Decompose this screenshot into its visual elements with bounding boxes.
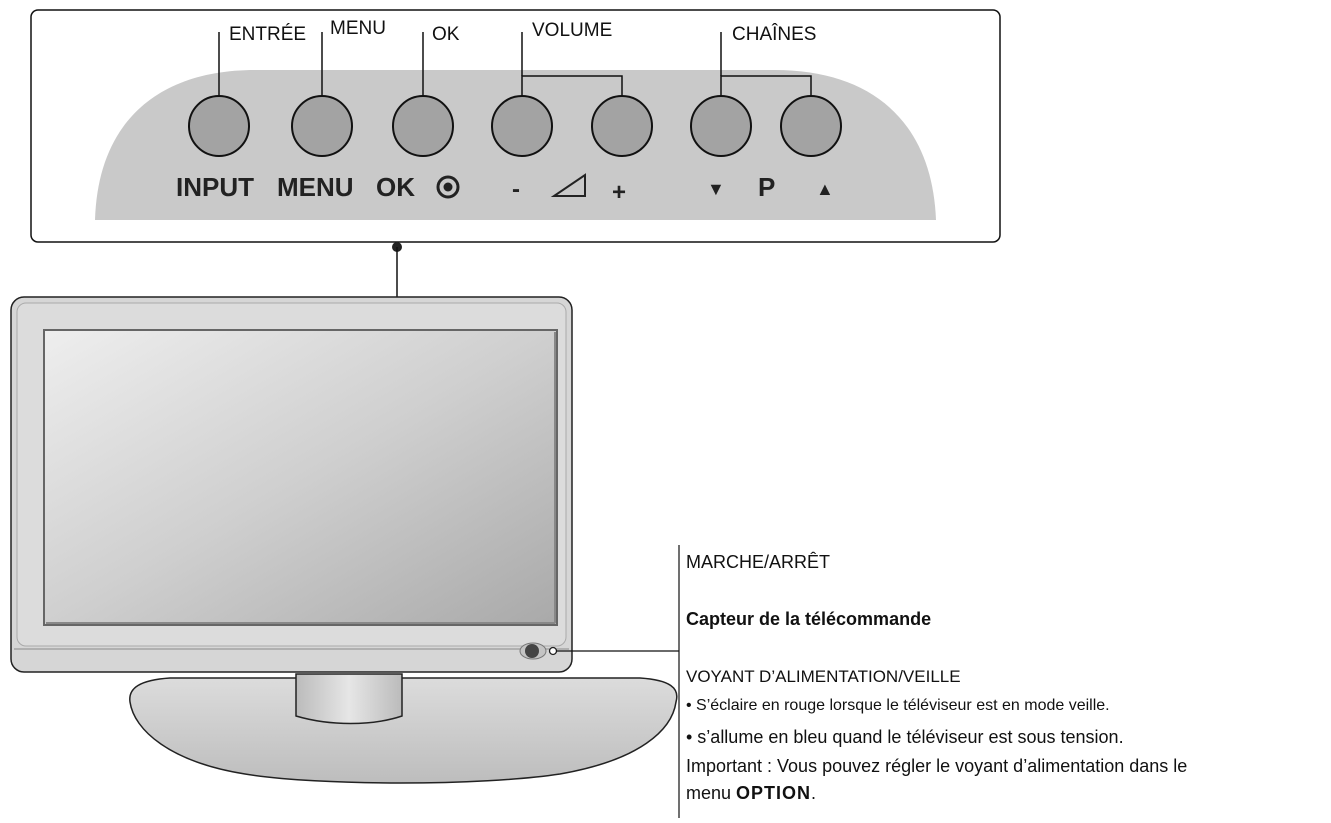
remote-sensor-icon (525, 644, 539, 658)
indicator-bullet-1: • S’éclaire en rouge lorsque le télévise… (686, 697, 1110, 714)
callout-chaines: CHAÎNES (732, 23, 816, 45)
ok-target-icon (436, 175, 460, 199)
volume-up-button[interactable] (591, 95, 653, 157)
ok-button[interactable] (392, 95, 454, 157)
option-menu-name: OPTION (736, 783, 812, 803)
callout-volume: VOLUME (532, 20, 612, 41)
channel-down-button[interactable] (690, 95, 752, 157)
label-channel-down: ▼ (707, 179, 725, 199)
volume-wedge-icon (550, 173, 586, 197)
label-volume-plus: + (612, 179, 626, 206)
label-volume-minus: - (512, 176, 520, 203)
label-input: INPUT (176, 172, 254, 202)
channel-up-button[interactable] (780, 95, 842, 157)
power-label: MARCHE/ARRÊT (686, 552, 831, 572)
important-prefix: menu (686, 783, 737, 803)
tv-stand-neck (295, 673, 403, 725)
tv-screen (43, 329, 558, 626)
important-line-2: menu OPTION. (686, 783, 816, 804)
menu-button[interactable] (291, 95, 353, 157)
callout-menu: MENU (330, 18, 386, 39)
label-menu: MENU (277, 172, 354, 202)
volume-down-button[interactable] (491, 95, 553, 157)
label-channel-p: P (758, 172, 775, 202)
label-channel-up: ▲ (816, 179, 834, 199)
remote-sensor-label: Capteur de la télécommande (686, 609, 932, 629)
indicator-title: VOYANT D’ALIMENTATION/VEILLE (686, 667, 961, 686)
tv-stand-base (129, 677, 678, 784)
callout-entree: ENTRÉE (229, 24, 306, 45)
input-button[interactable] (188, 95, 250, 157)
callout-ok: OK (432, 24, 460, 45)
important-suffix: . (811, 783, 817, 803)
power-led-icon (548, 646, 558, 656)
label-ok: OK (376, 172, 415, 202)
indicator-bullet-2: • s’allume en bleu quand le téléviseur e… (686, 727, 1124, 747)
important-line-1: Important : Vous pouvez régler le voyant… (686, 756, 1188, 776)
